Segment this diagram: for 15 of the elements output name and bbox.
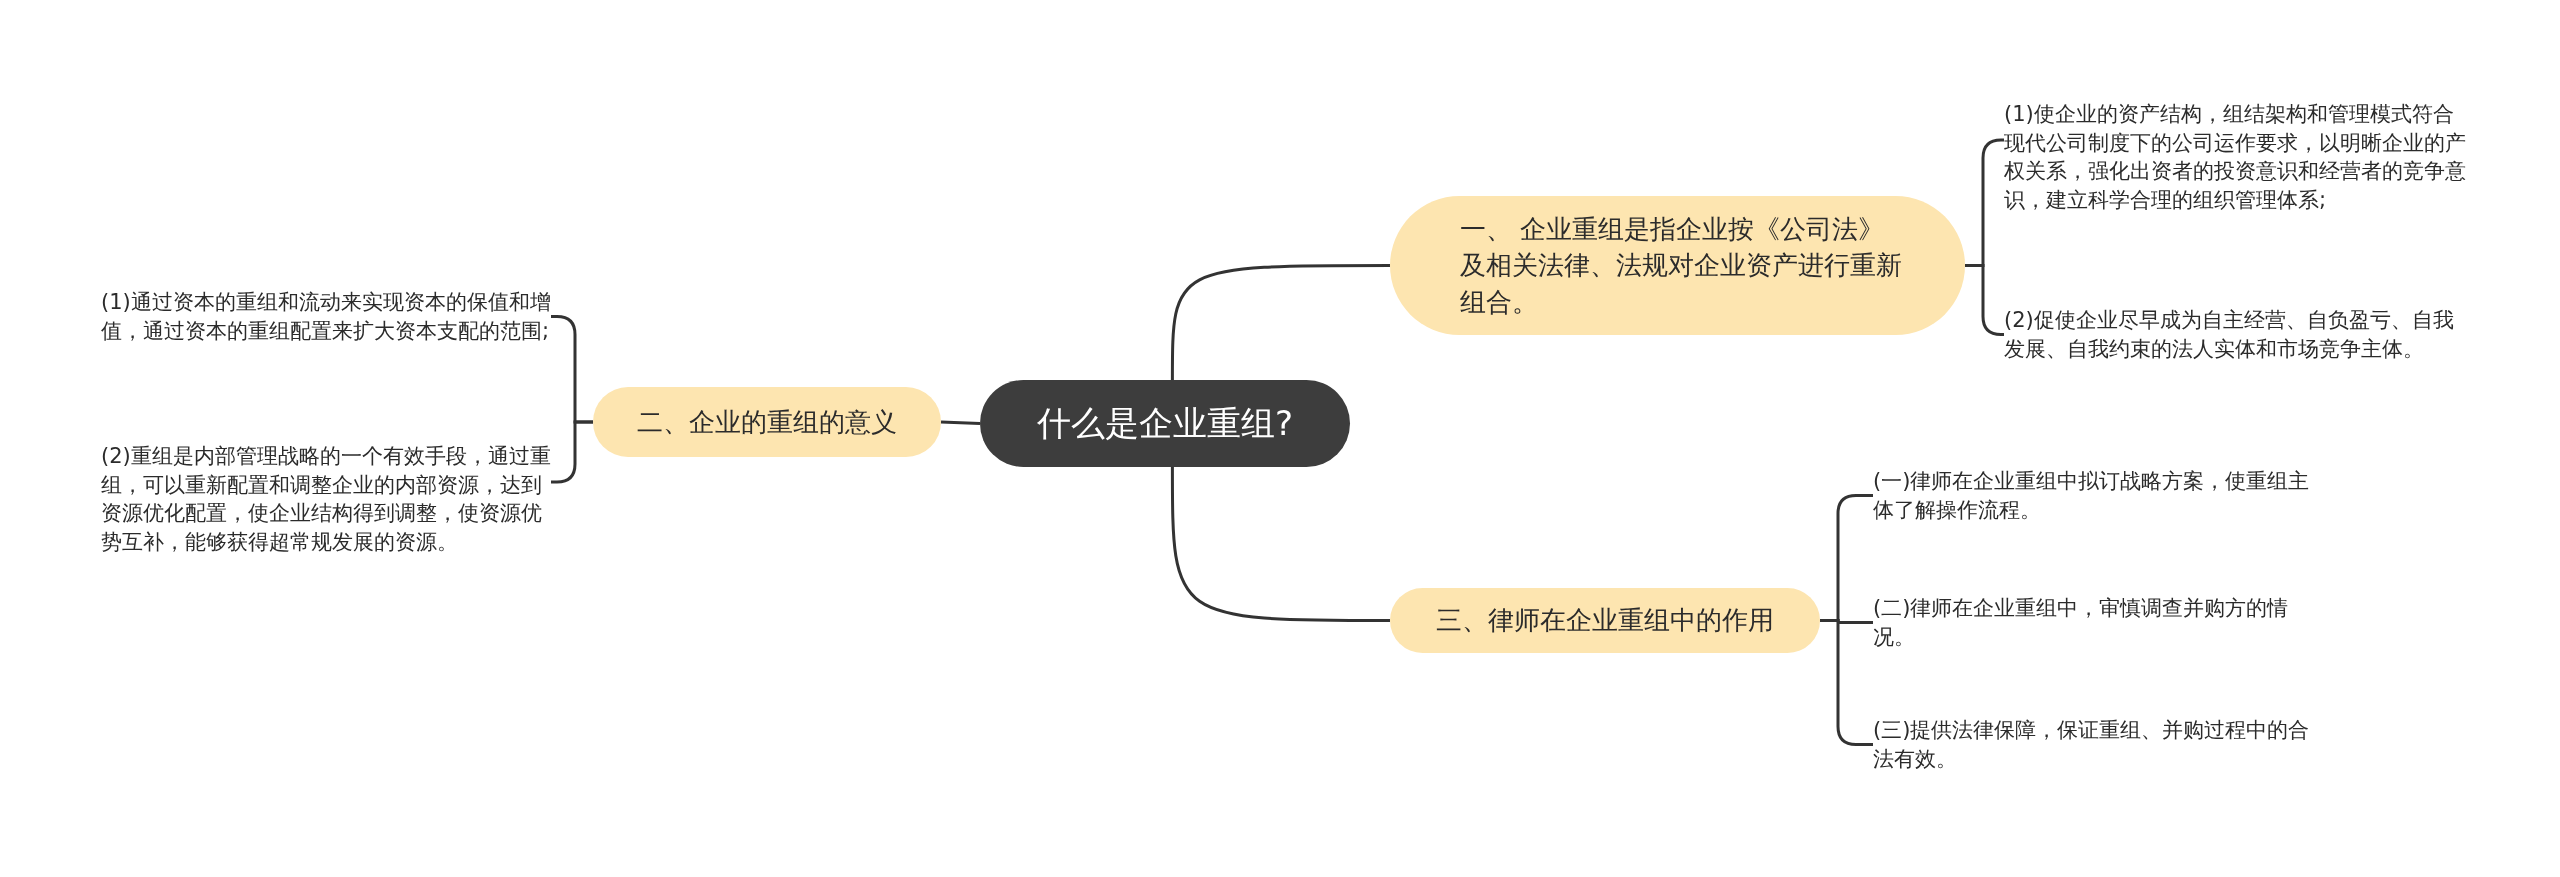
leaf-text: (2)促使企业尽早成为自主经营、自负盈亏、自我发展、自我约束的法人实体和市场竞争主体。: [2004, 306, 2466, 364]
leaf-text: (一)律师在企业重组中拟订战略方案，使重组主体了解操作流程。: [1873, 467, 2318, 525]
leaf-text: (三)提供法律保障，保证重组、并购过程中的合法有效。: [1873, 716, 2318, 774]
leaf-text: (1)通过资本的重组和流动来实现资本的保值和增值，通过资本的重组配置来扩大资本支配的范围;: [101, 288, 551, 346]
connector-line: [1170, 467, 1390, 622]
leaf-text: (2)重组是内部管理战略的一个有效手段，通过重组，可以重新配置和调整企业的内部资源，达到资源优化配置，使企业结构得到调整，使资源优势互补，能够获得超常规发展的资源。: [101, 442, 551, 557]
branch-topic: 一、 企业重组是指企业按《公司法》及相关法律、法规对企业资产进行重新组合。: [1390, 196, 1965, 335]
leaf-text: (二)律师在企业重组中，审慎调查并购方的情况。: [1873, 594, 2318, 652]
connector-line: [1820, 619, 1873, 746]
leaf-text: (1)使企业的资产结构，组结架构和管理模式符合现代公司制度下的公司运作要求，以明晰企业的产权关系，强化出资者的投资意识和经营者的竞争意识，建立科学合理的组织管理体系;: [2004, 100, 2466, 215]
connector-line: [1170, 264, 1390, 380]
connector-line: [940, 420, 981, 425]
branch-topic: 三、律师在企业重组中的作用: [1390, 588, 1820, 653]
branch-topic: 二、企业的重组的意义: [593, 387, 941, 457]
central-topic: 什么是企业重组?: [980, 380, 1350, 467]
